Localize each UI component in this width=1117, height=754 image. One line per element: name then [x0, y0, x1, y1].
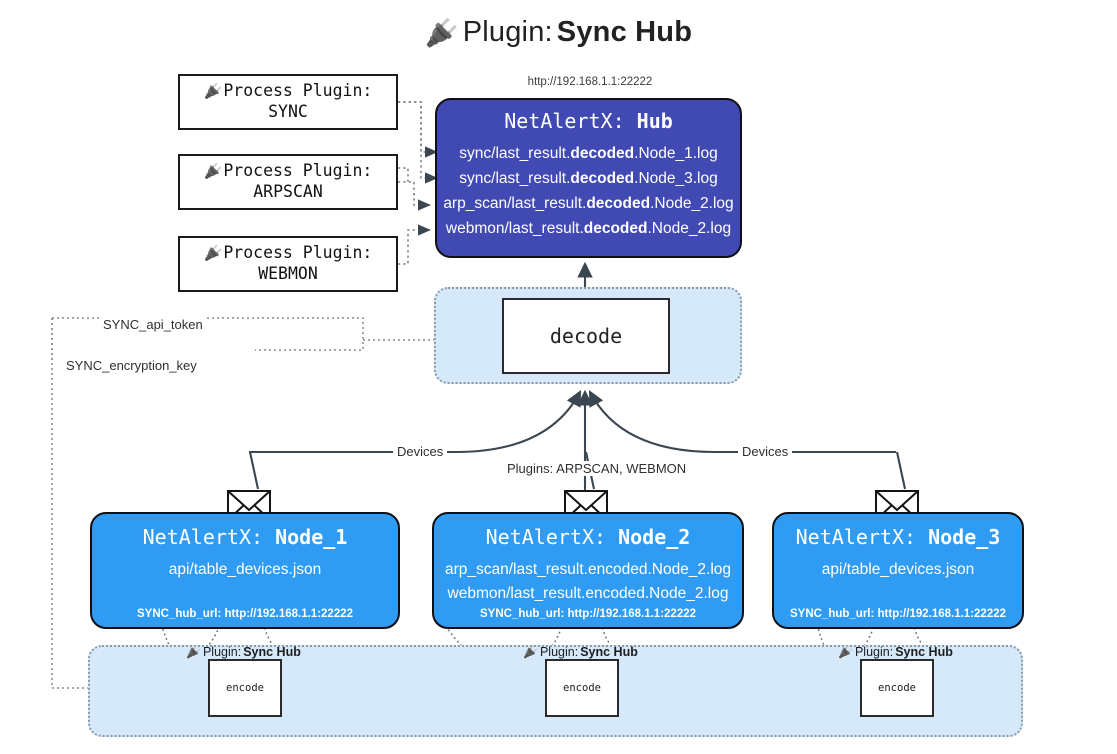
process-plugin-name: WEBMON	[258, 264, 318, 283]
hub-url-label: http://192.168.1.1:22222	[527, 76, 653, 88]
process-plugin-label: Process Plugin:	[223, 81, 373, 101]
hub-title: NetAlertX: Hub	[437, 109, 740, 133]
page-title: 🔌 Plugin: Sync Hub	[0, 16, 1117, 49]
node-line: arp_scan/last_result.encoded.Node_2.log	[444, 561, 732, 578]
tag-name: Sync Hub	[895, 645, 953, 659]
row-post: .Node_2.log	[647, 220, 732, 238]
tag-name: Sync Hub	[243, 645, 301, 659]
row-bold: decoded	[586, 195, 651, 213]
node-line: webmon/last_result.encoded.Node_2.log	[447, 585, 729, 603]
tag-prefix: Plugin:	[539, 645, 579, 659]
row-post: .Node_1.log	[634, 145, 718, 162]
node-title-name: Node_1	[275, 525, 348, 549]
process-plugin-name: SYNC	[268, 102, 308, 121]
encoder-plugin-tag-2: 🔌 Plugin: Sync Hub	[523, 645, 638, 659]
plug-icon: 🔌	[523, 645, 538, 659]
hub-row: sync/last_result.decoded.Node_1.log	[437, 141, 740, 166]
node-title-name: Node_3	[928, 525, 1001, 549]
process-plugin-arpscan[interactable]: 🔌 Process Plugin: ARPSCAN	[178, 154, 398, 210]
plug-icon: 🔌	[186, 645, 201, 659]
row-bold: decoded	[570, 170, 635, 188]
row-pre: sync/last_result.	[459, 145, 571, 162]
node-title: NetAlertX: Node_1	[92, 525, 398, 549]
node-footer: SYNC_hub_url: http://192.168.1.1:22222	[479, 608, 697, 620]
process-plugin-webmon[interactable]: 🔌 Process Plugin: WEBMON	[178, 236, 398, 292]
row-post: .Node_3.log	[634, 170, 718, 188]
edge-label-api-token: SYNC_api_token	[99, 317, 207, 332]
hub-node[interactable]: NetAlertX: Hub sync/last_result.decoded.…	[435, 98, 742, 258]
proc-to-hub-edges	[398, 101, 438, 265]
settings-edges	[51, 317, 501, 694]
edge-label-devices-left: Devices	[393, 444, 448, 459]
row-post: .Node_2.log	[650, 195, 734, 213]
node-title: NetAlertX: Node_2	[434, 525, 742, 549]
nodes-to-decode-edges	[249, 389, 896, 494]
node-line-list: api/table_devices.json	[92, 558, 398, 582]
plug-icon: 🔌	[838, 645, 853, 659]
node-footer: SYNC_hub_url: http://192.168.1.1:22222	[789, 608, 1007, 620]
tag-prefix: Plugin:	[202, 645, 242, 659]
edge-label-plugins: Plugins: ARPSCAN, WEBMON	[503, 461, 691, 476]
node-line: api/table_devices.json	[168, 561, 322, 578]
title-prefix: Plugin:	[462, 16, 553, 48]
title-name: Sync Hub	[556, 16, 693, 48]
node-line-list: arp_scan/last_result.encoded.Node_2.log …	[434, 558, 742, 606]
tag-prefix: Plugin:	[854, 645, 894, 659]
edge-label-encryption-key: SYNC_encryption_key	[62, 358, 201, 373]
node-title-prefix: NetAlertX:	[142, 525, 276, 549]
node-title-prefix: NetAlertX:	[795, 525, 929, 549]
node-box-1[interactable]: NetAlertX: Node_1 api/table_devices.json…	[90, 512, 400, 629]
encoder-plugin-tag-1: 🔌 Plugin: Sync Hub	[186, 645, 301, 659]
node-line: api/table_devices.json	[821, 561, 975, 578]
process-plugin-sync[interactable]: 🔌 Process Plugin: SYNC	[178, 74, 398, 130]
plug-icon: 🔌	[203, 244, 223, 263]
hub-row: webmon/last_result.decoded.Node_2.log	[437, 216, 740, 241]
tag-name: Sync Hub	[580, 645, 638, 659]
row-pre: webmon/last_result.	[445, 220, 584, 238]
process-plugin-name: ARPSCAN	[253, 182, 323, 201]
hub-title-name: Hub	[636, 109, 673, 133]
encode-box-2[interactable]: encode	[545, 659, 619, 717]
plug-icon: 🔌	[424, 18, 459, 48]
hub-row: sync/last_result.decoded.Node_3.log	[437, 166, 740, 191]
node-box-3[interactable]: NetAlertX: Node_3 api/table_devices.json…	[772, 512, 1024, 629]
node-title-prefix: NetAlertX:	[485, 525, 619, 549]
process-plugin-label: Process Plugin:	[223, 161, 373, 181]
row-bold: decoded	[583, 220, 648, 238]
node-title: NetAlertX: Node_3	[774, 525, 1022, 549]
node-box-2[interactable]: NetAlertX: Node_2 arp_scan/last_result.e…	[432, 512, 744, 629]
decode-box[interactable]: decode	[502, 298, 670, 374]
hub-title-prefix: NetAlertX:	[504, 109, 637, 133]
process-plugin-label: Process Plugin:	[223, 243, 373, 263]
encoder-plugin-tag-3: 🔌 Plugin: Sync Hub	[838, 645, 953, 659]
node-footer: SYNC_hub_url: http://192.168.1.1:22222	[136, 608, 354, 620]
node-line-list: api/table_devices.json	[774, 558, 1022, 582]
encode-box-1[interactable]: encode	[208, 659, 282, 717]
hub-row-list: sync/last_result.decoded.Node_1.log sync…	[437, 141, 740, 241]
hub-row: arp_scan/last_result.decoded.Node_2.log	[437, 191, 740, 216]
row-pre: sync/last_result.	[459, 170, 571, 188]
plug-icon: 🔌	[203, 162, 223, 181]
row-bold: decoded	[570, 145, 635, 162]
row-pre: arp_scan/last_result.	[443, 195, 587, 213]
plug-icon: 🔌	[203, 82, 223, 101]
node-title-name: Node_2	[618, 525, 691, 549]
edge-label-devices-right: Devices	[738, 444, 793, 459]
encode-box-3[interactable]: encode	[860, 659, 934, 717]
